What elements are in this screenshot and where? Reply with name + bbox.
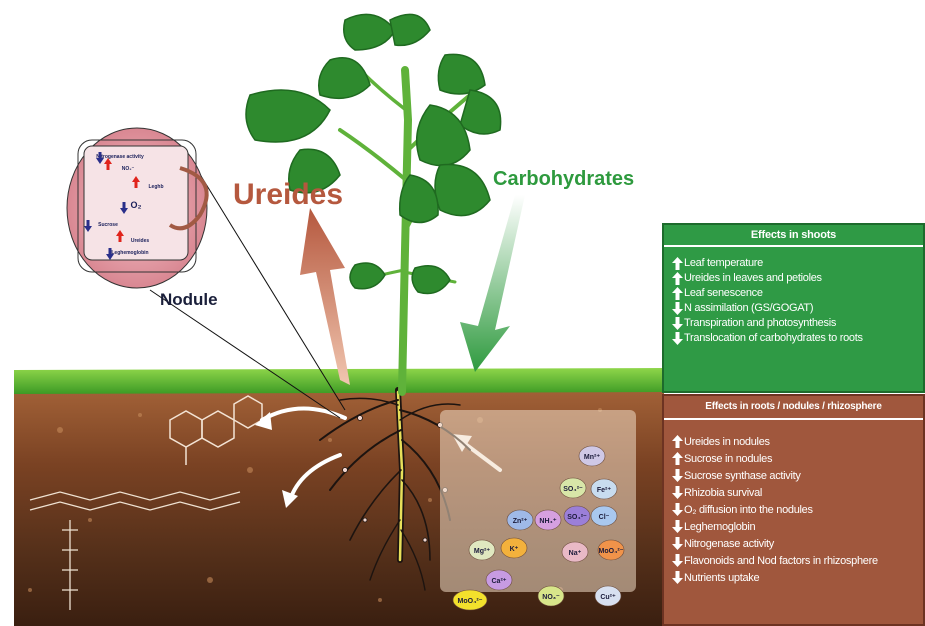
nutrient-ion: NO₃⁻ [538,586,564,606]
effect-item: N assimilation (GS/GOGAT) [670,301,923,316]
nutrient-ion-label: Cu²⁺ [600,594,616,601]
roots-effects-list: Ureides in nodulesSucrose in nodulesSucr… [664,420,923,587]
arrow-up-icon [672,272,683,285]
nutrient-ion: Mn²⁺ [579,446,605,466]
effect-item-text: Ureides in nodules [684,436,770,448]
shoots-effects-list: Leaf temperatureUreides in leaves and pe… [664,247,923,346]
nutrient-ion: NH₄⁺ [535,510,561,530]
nutrient-ion: Ca²⁺ [486,570,512,590]
effect-item-text: N assimilation (GS/GOGAT) [684,302,813,314]
effect-item: Leghemoglobin [670,519,923,536]
nutrient-ion: MoO₄²⁻ [598,540,624,560]
nutrient-ion: Na⁺ [562,542,588,562]
effect-item-text: Translocation of carbohydrates to roots [684,332,863,344]
effect-item-text: Leaf temperature [684,257,763,269]
nodule-item-label: O₂ [131,200,142,210]
effect-item-text: Rhizobia survival [684,487,762,499]
arrow-down-icon [672,537,683,550]
effect-item: Leaf senescence [670,286,923,301]
nutrient-ion: Cl⁻ [591,506,617,526]
arrow-up-icon [672,287,683,300]
nutrient-ion-label: Ca²⁺ [492,578,507,585]
effect-item-text: Nutrients uptake [684,572,759,584]
effect-item: Flavonoids and Nod factors in rhizospher… [670,553,923,570]
nodule-label: Nodule [160,290,218,310]
nutrient-ion-label: Mg²⁺ [474,548,490,555]
nutrient-ion: Cu²⁺ [595,586,621,606]
effect-item-text: Ureides in leaves and petioles [684,272,822,284]
effect-item: Nutrients uptake [670,570,923,587]
nodule-item-label: Leghemoglobin [111,250,148,256]
nutrient-ion: MoO₄²⁻ [453,590,487,610]
ureides-arrow [300,208,350,385]
nutrient-ion-label: Mn²⁺ [584,454,600,461]
effect-item-text: O₂ diffusion into the nodules [684,504,813,516]
nutrient-ion-label: SO₄²⁻ [563,486,583,493]
effect-item: O₂ diffusion into the nodules [670,502,923,519]
arrow-up-icon [672,257,683,270]
nutrient-ion: Zn²⁺ [507,510,533,530]
nutrient-ion: SO₄²⁻ [560,478,586,498]
effect-item: Ureides in leaves and petioles [670,271,923,286]
arrow-down-icon [672,486,683,499]
nutrient-ion-label: MoO₄²⁻ [599,548,624,555]
effect-item: Rhizobia survival [670,485,923,502]
effect-item-text: Sucrose synthase activity [684,470,801,482]
arrow-down-icon [672,503,683,516]
effect-item-text: Transpiration and photosynthesis [684,317,836,329]
nutrient-ion-label: NO₃⁻ [542,594,560,601]
effect-item: Sucrose in nodules [670,451,923,468]
effect-item: Leaf temperature [670,256,923,271]
nutrient-ion-label: MoO₄²⁻ [458,598,483,605]
arrow-up-icon [672,435,683,448]
nutrient-ion: Mg²⁺ [469,540,495,560]
nutrient-ion-label: Zn²⁺ [513,518,528,525]
nodule-item-label: Sucrose [98,222,118,228]
arrow-down-icon [672,554,683,567]
effect-item-text: Leaf senescence [684,287,763,299]
arrow-down-icon [672,317,683,330]
nutrient-ion-label: K⁺ [510,546,519,553]
effect-item: Ureides in nodules [670,434,923,451]
arrow-down-icon [672,302,683,315]
nutrient-ion: Fe²⁺ [591,479,617,499]
nutrient-ion: SO₄²⁻ [564,506,590,526]
ureides-label: Ureides [233,178,343,212]
roots-effects-panel: Effects in roots / nodules / rhizosphere… [662,394,925,626]
arrow-down-icon [672,571,683,584]
effect-item: Translocation of carbohydrates to roots [670,331,923,346]
arrow-down-icon [672,332,683,345]
roots-panel-title: Effects in roots / nodules / rhizosphere [664,396,923,420]
arrow-up-icon [672,452,683,465]
shoots-effects-panel: Effects in shoots Leaf temperatureUreide… [662,223,925,393]
nutrient-ion-label: Fe²⁺ [597,487,612,494]
shoots-panel-title: Effects in shoots [664,225,923,247]
nutrient-ion-label: SO₄²⁻ [567,514,587,521]
arrow-down-icon [672,520,683,533]
nutrient-ion-label: NH₄⁺ [539,518,556,525]
nodule-item-label: Ureides [131,238,150,244]
effect-item: Transpiration and photosynthesis [670,316,923,331]
effect-item-text: Sucrose in nodules [684,453,772,465]
nutrient-box [440,410,636,592]
nodule-item-label: NO₃⁻ [122,166,135,172]
carbohydrates-arrow [460,195,525,372]
nodule-item-label: Nitrogenase activity [96,154,144,160]
nodule-item-label: Leghb [149,184,164,190]
nutrient-ion: K⁺ [501,538,527,558]
effect-item-text: Leghemoglobin [684,521,755,533]
carbohydrates-label: Carbohydrates [493,168,634,191]
nutrient-ion-label: Cl⁻ [599,514,610,521]
arrow-down-icon [672,469,683,482]
effect-item-text: Nitrogenase activity [684,538,774,550]
effect-item: Sucrose synthase activity [670,468,923,485]
effect-item-text: Flavonoids and Nod factors in rhizospher… [684,555,878,567]
nutrient-ion-label: Na⁺ [569,550,582,557]
effect-item: Nitrogenase activity [670,536,923,553]
